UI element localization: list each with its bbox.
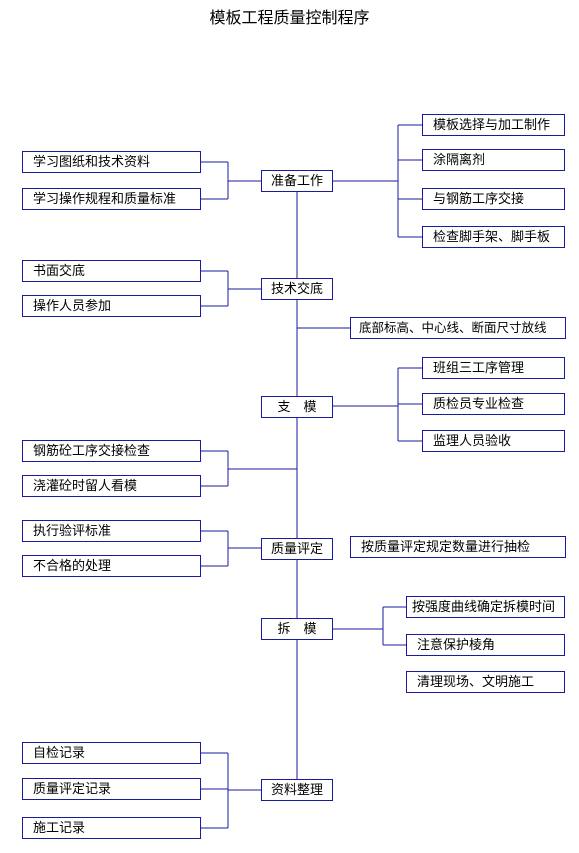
left-item: 施工记录 [22,817,201,839]
step-technical-briefing: 技术交底 [261,278,333,300]
right-item: 与钢筋工序交接 [422,188,565,210]
step-preparation: 准备工作 [261,170,333,192]
left-item: 浇灌砼时留人看模 [22,475,201,497]
right-item: 模板选择与加工制作 [422,114,565,136]
right-item: 监理人员验收 [422,430,565,452]
left-item: 操作人员参加 [22,295,201,317]
right-item: 注意保护棱角 [406,634,565,656]
right-item: 清理现场、文明施工 [406,671,565,693]
step-formwork-erection: 支 模 [261,396,333,418]
left-item: 质量评定记录 [22,778,201,800]
right-item: 检查脚手架、脚手板 [422,226,565,248]
left-item: 学习图纸和技术资料 [22,151,201,173]
step-formwork-removal: 拆 模 [261,618,333,640]
left-item: 书面交底 [22,260,201,282]
step-documentation: 资料整理 [261,779,333,801]
left-item: 钢筋砼工序交接检查 [22,440,201,462]
left-item: 学习操作规程和质量标准 [22,188,201,210]
left-item: 不合格的处理 [22,555,201,577]
right-item: 质检员专业检查 [422,393,565,415]
right-item: 班组三工序管理 [422,357,565,379]
left-item: 自检记录 [22,742,201,764]
step-quality-assessment: 质量评定 [261,538,333,560]
right-item: 底部标高、中心线、断面尺寸放线 [350,317,566,339]
right-item: 按质量评定规定数量进行抽检 [350,536,566,558]
diagram-title: 模板工程质量控制程序 [209,8,370,27]
right-item: 按强度曲线确定拆模时间 [406,596,565,618]
left-item: 执行验评标准 [22,520,201,542]
right-item: 涂隔离剂 [422,149,565,171]
